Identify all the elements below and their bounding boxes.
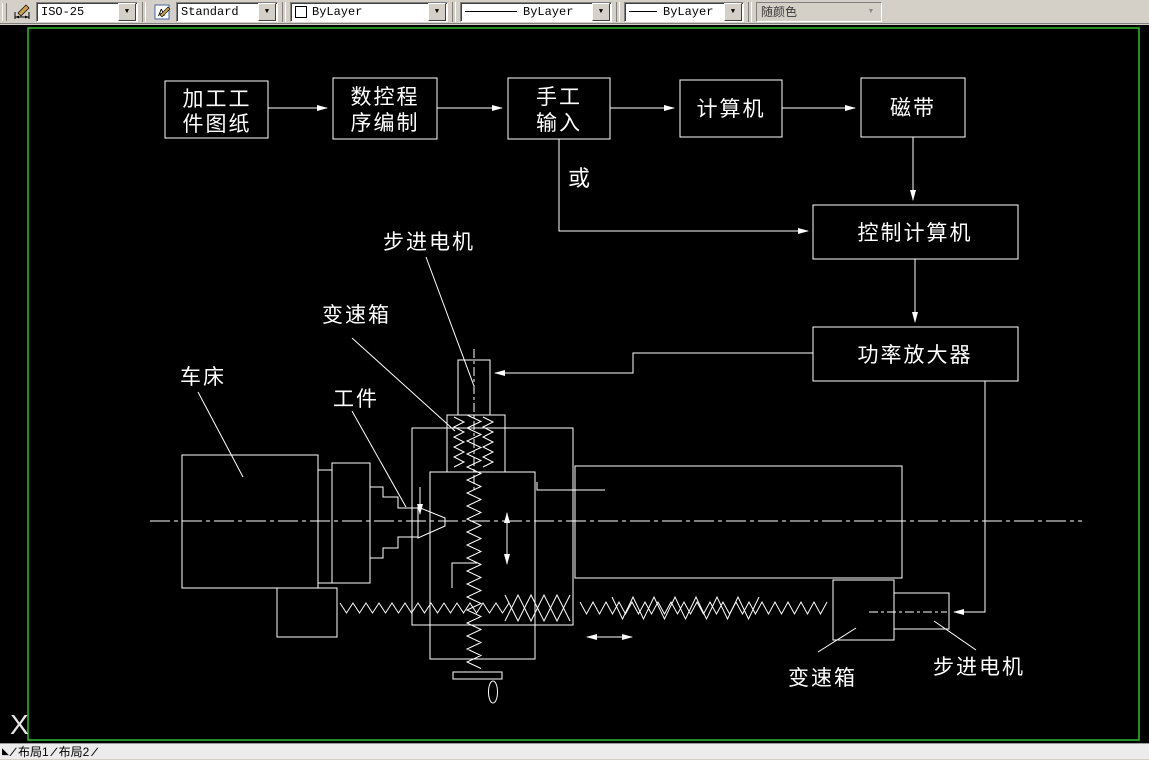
node-label: 输入 xyxy=(536,112,582,135)
dim-style-icon[interactable] xyxy=(12,2,34,22)
dropdown-arrow-icon[interactable]: ▼ xyxy=(258,2,276,21)
stepper-bottom-label: 步进电机 xyxy=(933,656,1025,679)
tab-scroll-marker: ◣ xyxy=(2,746,9,756)
plot-style-value: 随颜色 xyxy=(761,5,798,19)
lineweight-value: ByLayer xyxy=(663,4,714,19)
cross-slide-body xyxy=(411,427,574,626)
half-nut-bracket xyxy=(451,562,477,588)
gearbox-top-label: 变速箱 xyxy=(322,304,391,327)
linetype-combo[interactable]: ByLayer ▼ xyxy=(460,1,612,22)
color-value: ByLayer xyxy=(312,4,363,19)
flow-arrow-to-bottom-stepper xyxy=(953,381,986,615)
node-label: 件图纸 xyxy=(183,113,252,136)
tool-handle xyxy=(488,680,498,704)
tool-table xyxy=(452,671,503,680)
lathe-label: 车床 xyxy=(180,366,226,389)
text-style-icon[interactable]: A xyxy=(152,2,174,22)
node-label: 加工工 xyxy=(183,88,252,111)
toolbar-separator xyxy=(616,1,620,22)
toolbar-separator xyxy=(452,1,456,22)
lathe-bed xyxy=(574,465,903,579)
or-label: 或 xyxy=(568,166,592,191)
toolbar-separator xyxy=(142,1,146,22)
chuck-body xyxy=(331,462,371,584)
lineweight-combo[interactable]: ByLayer ▼ xyxy=(624,1,744,22)
color-swatch xyxy=(295,5,307,18)
node-label: 控制计算机 xyxy=(858,222,973,245)
cad-drawing: 加工工 件图纸 数控程 序编制 手工 输入 计算机 磁带 控制计算机 功率放大器… xyxy=(10,27,1140,741)
node-label: 计算机 xyxy=(697,98,766,121)
dropdown-arrow-icon: ▼ xyxy=(862,2,880,21)
toolbar-separator xyxy=(282,1,286,22)
dropdown-arrow-icon[interactable]: ▼ xyxy=(118,2,136,21)
leader-lathe xyxy=(197,391,244,478)
leader-gearbox-bottom xyxy=(817,627,857,653)
lineweight-sample xyxy=(629,11,657,12)
chuck-backplate xyxy=(317,469,333,584)
tab-separator: ∕ xyxy=(11,744,14,759)
node-label: 功率放大器 xyxy=(858,344,973,367)
flow-arrow-or-path xyxy=(558,139,809,234)
node-label: 序编制 xyxy=(351,112,420,135)
linetype-sample xyxy=(465,11,517,12)
machine-labels: 步进电机 变速箱 车床 工件 变速箱 步进电机 xyxy=(180,231,1025,690)
workpiece-label: 工件 xyxy=(333,388,379,411)
leader-workpiece xyxy=(351,410,407,508)
flow-arrow-to-top-stepper xyxy=(494,352,813,376)
bottom-stepper-motor xyxy=(893,592,950,630)
layout-tab-1[interactable]: 布局1 xyxy=(17,745,49,759)
tab-separator: ∕ xyxy=(52,744,55,759)
gearbox-bottom-label: 变速箱 xyxy=(788,667,857,690)
toolbar-grip[interactable] xyxy=(2,2,7,21)
ucs-icon: X xyxy=(10,709,29,740)
properties-toolbar: ISO-25 ▼ A Standard ▼ ByLayer ▼ ByLayer … xyxy=(0,0,1149,24)
paper-border xyxy=(27,27,1140,741)
text-style-value: Standard xyxy=(181,4,239,19)
flowchart-labels: 加工工 件图纸 数控程 序编制 手工 输入 计算机 磁带 控制计算机 功率放大器… xyxy=(183,86,973,367)
machine-drawing xyxy=(150,256,1082,704)
chuck-jaw-top xyxy=(370,486,418,509)
tab-separator: ∕ xyxy=(93,744,96,759)
stepper-top-label: 步进电机 xyxy=(383,231,475,254)
layout-tab-2[interactable]: 布局2 xyxy=(58,745,90,759)
leader-stepper-top xyxy=(425,256,475,387)
leader-stepper-bottom xyxy=(933,620,977,651)
bottom-gearbox xyxy=(832,579,895,641)
flowchart-node-process-drawing xyxy=(164,80,269,139)
drawing-canvas[interactable]: 加工工 件图纸 数控程 序编制 手工 输入 计算机 磁带 控制计算机 功率放大器… xyxy=(0,25,1149,743)
leader-gearbox-top xyxy=(351,337,456,432)
node-label: 手工 xyxy=(536,86,582,109)
screw-threads xyxy=(339,414,828,669)
layout-tabbar: ◣ ∕ 布局1 ∕ 布局2 ∕ xyxy=(0,743,1149,759)
dim-style-value: ISO-25 xyxy=(41,4,85,19)
node-label: 磁带 xyxy=(890,97,936,120)
node-label: 数控程 xyxy=(351,86,420,109)
dropdown-arrow-icon[interactable]: ▼ xyxy=(592,2,610,21)
text-style-combo[interactable]: Standard ▼ xyxy=(176,1,278,22)
workpiece-shape xyxy=(417,506,446,539)
headstock-foot xyxy=(276,587,338,638)
dim-style-combo[interactable]: ISO-25 ▼ xyxy=(36,1,138,22)
flowchart xyxy=(164,77,1019,615)
dropdown-arrow-icon[interactable]: ▼ xyxy=(724,2,742,21)
flowchart-node-power-amplifier xyxy=(812,326,1019,382)
plot-style-combo: 随颜色 ▼ xyxy=(756,1,882,22)
tool-slide xyxy=(429,471,536,660)
dropdown-arrow-icon[interactable]: ▼ xyxy=(428,2,446,21)
slide-bracket xyxy=(536,482,605,491)
color-combo[interactable]: ByLayer ▼ xyxy=(290,1,448,22)
linetype-value: ByLayer xyxy=(523,4,574,19)
chuck-jaw-bottom xyxy=(370,536,418,559)
toolbar-separator xyxy=(748,1,752,22)
